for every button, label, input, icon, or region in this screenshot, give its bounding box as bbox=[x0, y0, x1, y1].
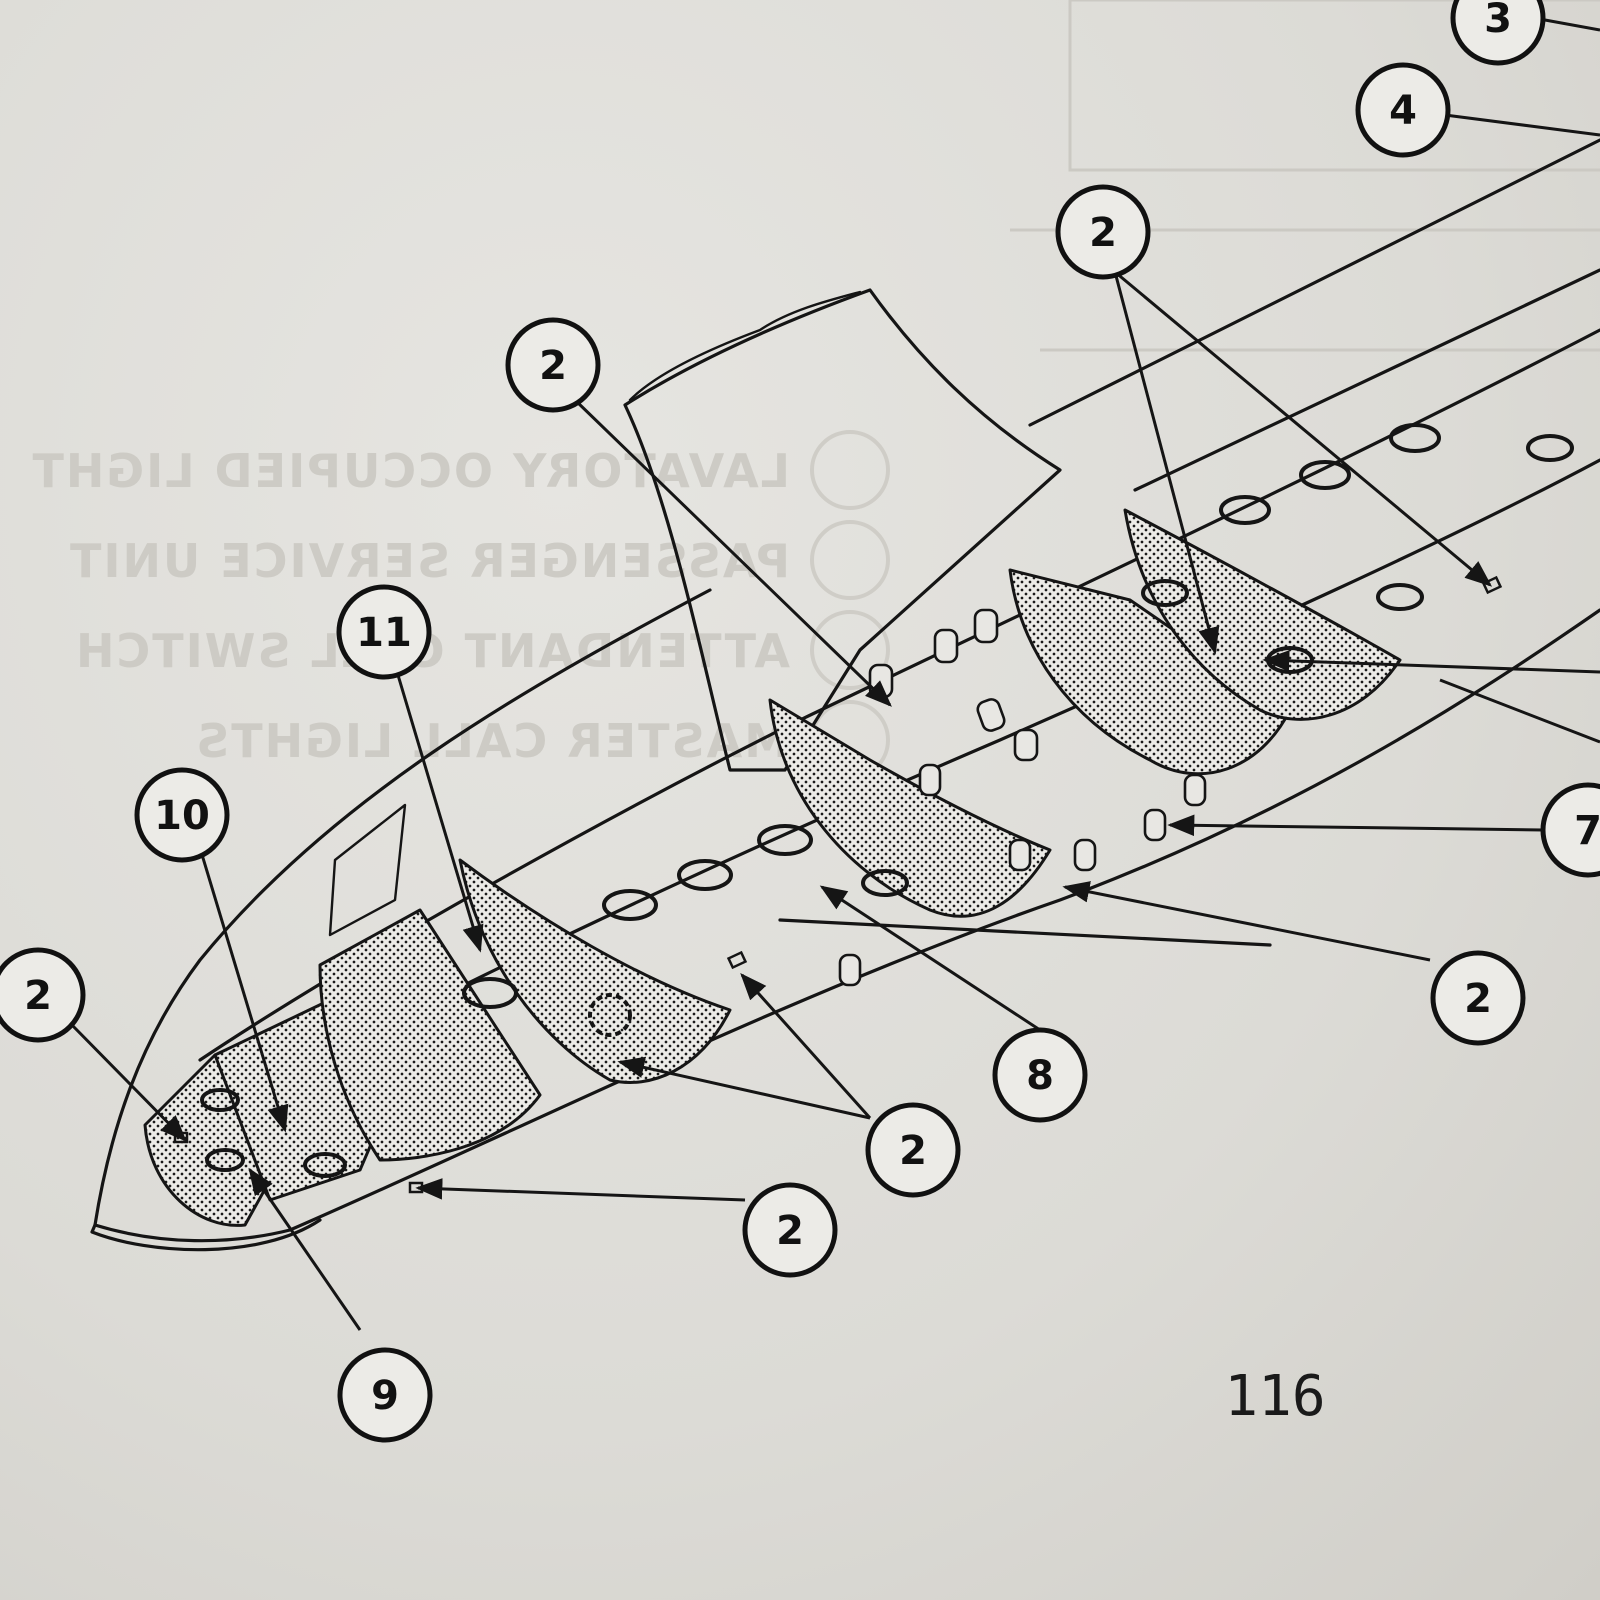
attendant-switches bbox=[173, 575, 1503, 1194]
callout-number: 2 bbox=[539, 343, 567, 389]
ghost-legend-item: MASTER CALL LIGHTS bbox=[194, 714, 790, 768]
callout-number: 10 bbox=[154, 793, 210, 839]
callout-number: 11 bbox=[356, 610, 412, 656]
callout-9: 9 bbox=[337, 1347, 433, 1443]
callout-4: 4 bbox=[1355, 62, 1451, 158]
callout-3: 3 bbox=[1450, 0, 1546, 66]
psu-panel bbox=[1123, 508, 1402, 721]
ghost-legend-item: PASSENGER SERVICE UNIT bbox=[68, 534, 790, 588]
callout-2: 2 bbox=[0, 947, 86, 1043]
psu-panel bbox=[768, 698, 1052, 918]
overhead-panels bbox=[143, 508, 1402, 1227]
leader-lines bbox=[68, 18, 1600, 1331]
callout-11: 11 bbox=[336, 584, 432, 680]
callout-number: 7 bbox=[1574, 808, 1600, 854]
reading-lights bbox=[200, 423, 1574, 1178]
ghost-legend-item: LAVATORY OCCUPIED LIGHT bbox=[31, 444, 791, 498]
page-number: 116 bbox=[1224, 1364, 1325, 1429]
callout-number: 2 bbox=[24, 973, 52, 1019]
ghost-legend: LAVATORY OCCUPIED LIGHT PASSENGER SERVIC… bbox=[31, 430, 890, 780]
callout-number: 2 bbox=[1089, 210, 1117, 256]
callout-number: 3 bbox=[1484, 0, 1512, 42]
callout-number: 8 bbox=[1026, 1053, 1054, 1099]
ghost-legend-item: ATTENDANT CALL SWITCH bbox=[74, 624, 790, 678]
bulkhead-panel bbox=[623, 288, 1062, 772]
callout-2: 2 bbox=[1055, 184, 1151, 280]
psu-panel bbox=[1008, 568, 1292, 776]
callout-2: 2 bbox=[865, 1102, 961, 1198]
callout-10: 10 bbox=[134, 767, 230, 863]
callout-8: 8 bbox=[992, 1027, 1088, 1123]
callout-number: 9 bbox=[371, 1373, 399, 1419]
callout-number: 4 bbox=[1389, 88, 1417, 134]
callout-2: 2 bbox=[505, 317, 601, 413]
psu-panel bbox=[318, 908, 542, 1162]
callout-number: 2 bbox=[776, 1208, 804, 1254]
callout-number: 2 bbox=[1464, 976, 1492, 1022]
callout-2: 2 bbox=[742, 1182, 838, 1278]
callout-number: 2 bbox=[899, 1128, 927, 1174]
callout-2: 2 bbox=[1430, 950, 1526, 1046]
callout-7: 7 bbox=[1540, 782, 1600, 878]
